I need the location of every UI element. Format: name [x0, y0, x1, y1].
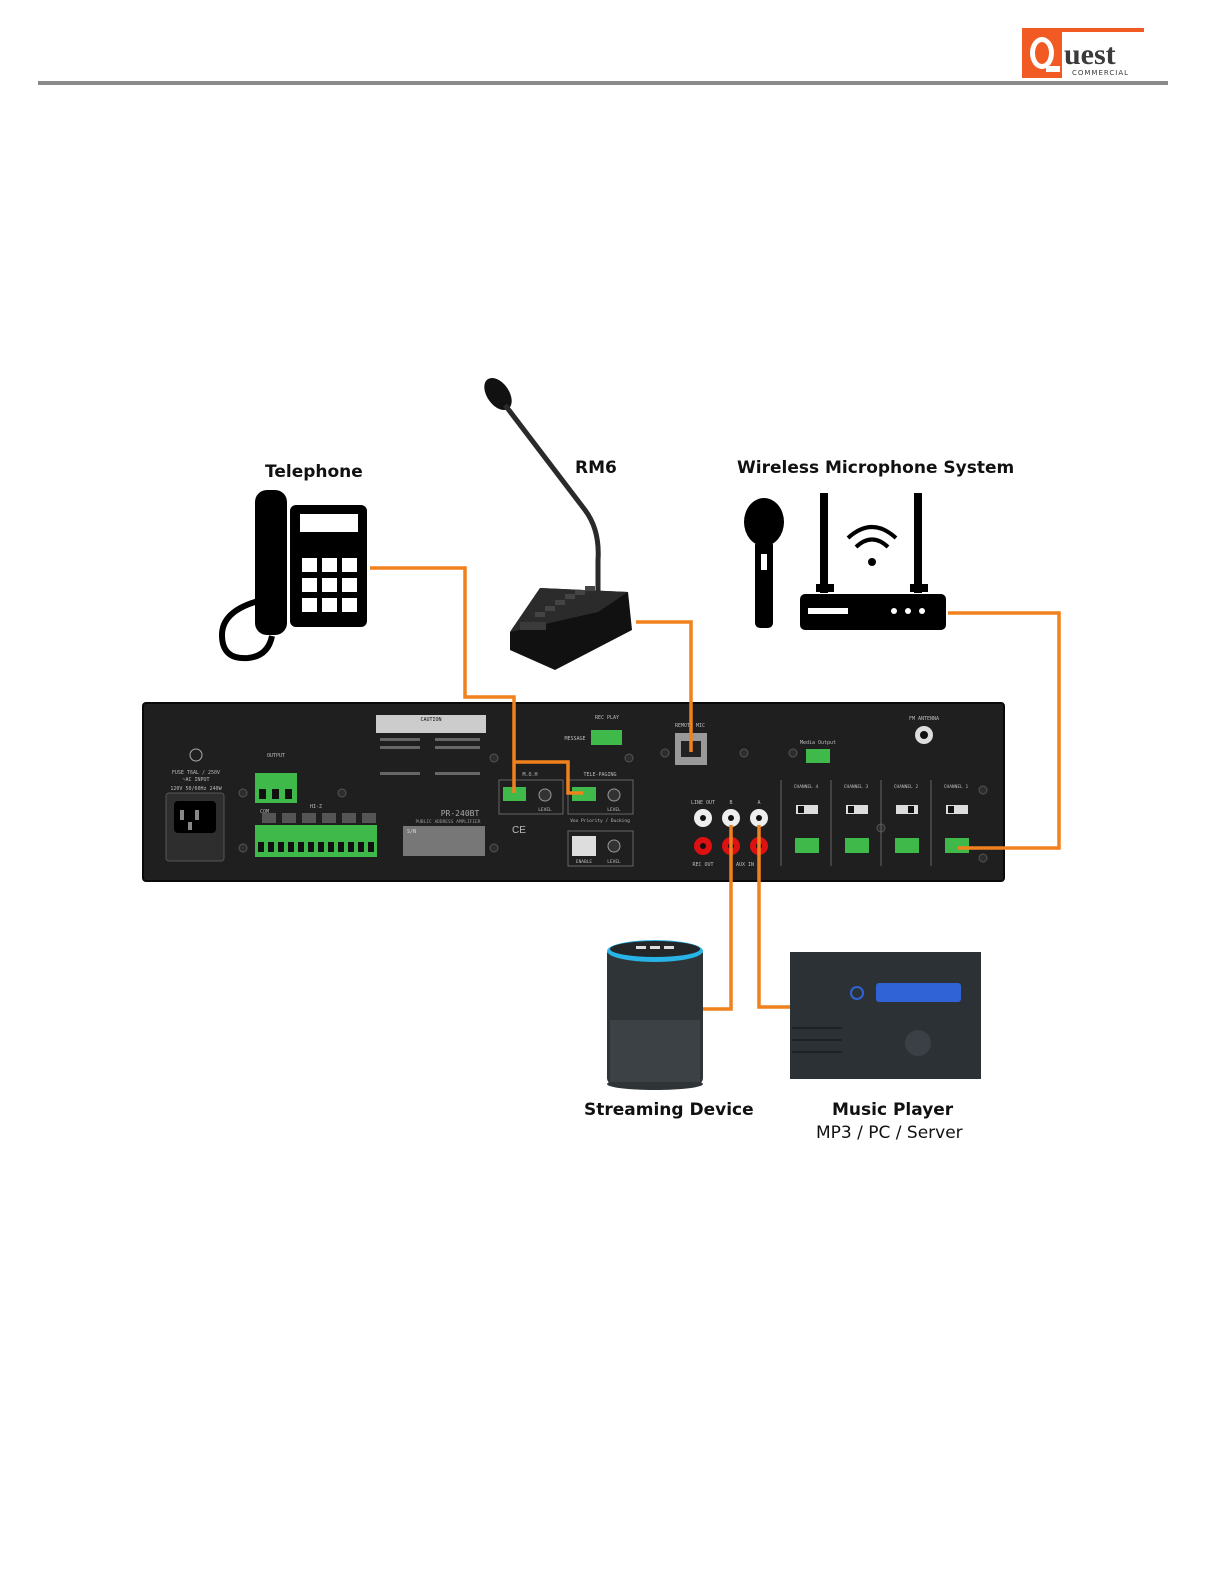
- rec-play-text: REC PLAY: [595, 715, 619, 721]
- rm6-cable: [636, 620, 693, 752]
- streaming-cable: [703, 825, 733, 1011]
- vox-level-text: LEVEL: [607, 859, 621, 865]
- channel-4-text: CHANNEL 4: [794, 784, 819, 790]
- power-text: 120V 50/60Hz 240W: [170, 786, 222, 792]
- input-a-text: A: [757, 800, 760, 806]
- media-output-text: Media Output: [800, 740, 836, 746]
- fuse-text: FUSE T6AL / 250V: [172, 770, 220, 776]
- rm6-label: RM6: [575, 458, 617, 478]
- hiz-text: HI-Z: [310, 804, 322, 810]
- music-player-cable: [757, 825, 790, 1009]
- telephone-cable: [370, 566, 516, 793]
- caution-text: CAUTION: [420, 717, 441, 723]
- telephone-icon: [218, 490, 367, 662]
- channel-1-text: CHANNEL 1: [944, 784, 969, 790]
- channel-3-text: CHANNEL 3: [844, 784, 869, 790]
- rec-out-text: REC OUT: [692, 862, 713, 868]
- telephone-label: Telephone: [265, 462, 363, 482]
- enable-text: ENABLE: [576, 859, 593, 865]
- moh-cable: [514, 760, 583, 795]
- channel-2-text: CHANNEL 2: [894, 784, 919, 790]
- tele-paging-text: TELE-PAGING: [583, 772, 616, 778]
- ce-mark: CE: [512, 825, 526, 836]
- streaming-device-icon: [607, 940, 703, 1090]
- input-b-text: B: [729, 800, 732, 806]
- wireless-mic-icon: [744, 493, 946, 630]
- streaming-device-label: Streaming Device: [584, 1100, 754, 1120]
- music-player-sublabel: MP3 / PC / Server: [816, 1123, 963, 1143]
- tele-level-text: LEVEL: [607, 807, 621, 813]
- line-out-text: LINE OUT: [691, 800, 715, 806]
- header-rule: [38, 81, 1168, 85]
- wireless-cable: [948, 611, 1061, 850]
- wireless-mic-label: Wireless Microphone System: [737, 458, 1015, 478]
- fm-antenna-text: FM ANTENNA: [909, 716, 939, 722]
- com-text: COM: [260, 809, 269, 815]
- ac-input-text: ~AC INPUT: [182, 777, 209, 783]
- music-player-icon: [790, 952, 981, 1079]
- model-subtitle-text: PUBLIC ADDRESS AMPLIFIER: [415, 819, 480, 825]
- vox-text: Vox Priority / Ducking: [570, 818, 630, 824]
- rm6-icon: [484, 377, 632, 670]
- moh-level-text: LEVEL: [538, 807, 552, 813]
- logo-main-text: uest: [1064, 38, 1116, 71]
- output-text: OUTPUT: [267, 753, 285, 759]
- logo-sub-text: COMMERCIAL: [1072, 69, 1129, 77]
- cables: [370, 566, 1061, 1011]
- sn-text: S/N: [407, 829, 416, 835]
- model-text: PR-240BT: [441, 809, 480, 818]
- moh-text: M.O.H: [522, 772, 537, 778]
- aux-in-text: AUX IN: [736, 862, 754, 868]
- music-player-label: Music Player: [832, 1100, 954, 1120]
- message-text: MESSAGE: [564, 736, 585, 742]
- quest-logo: uest COMMERCIAL: [1022, 28, 1144, 78]
